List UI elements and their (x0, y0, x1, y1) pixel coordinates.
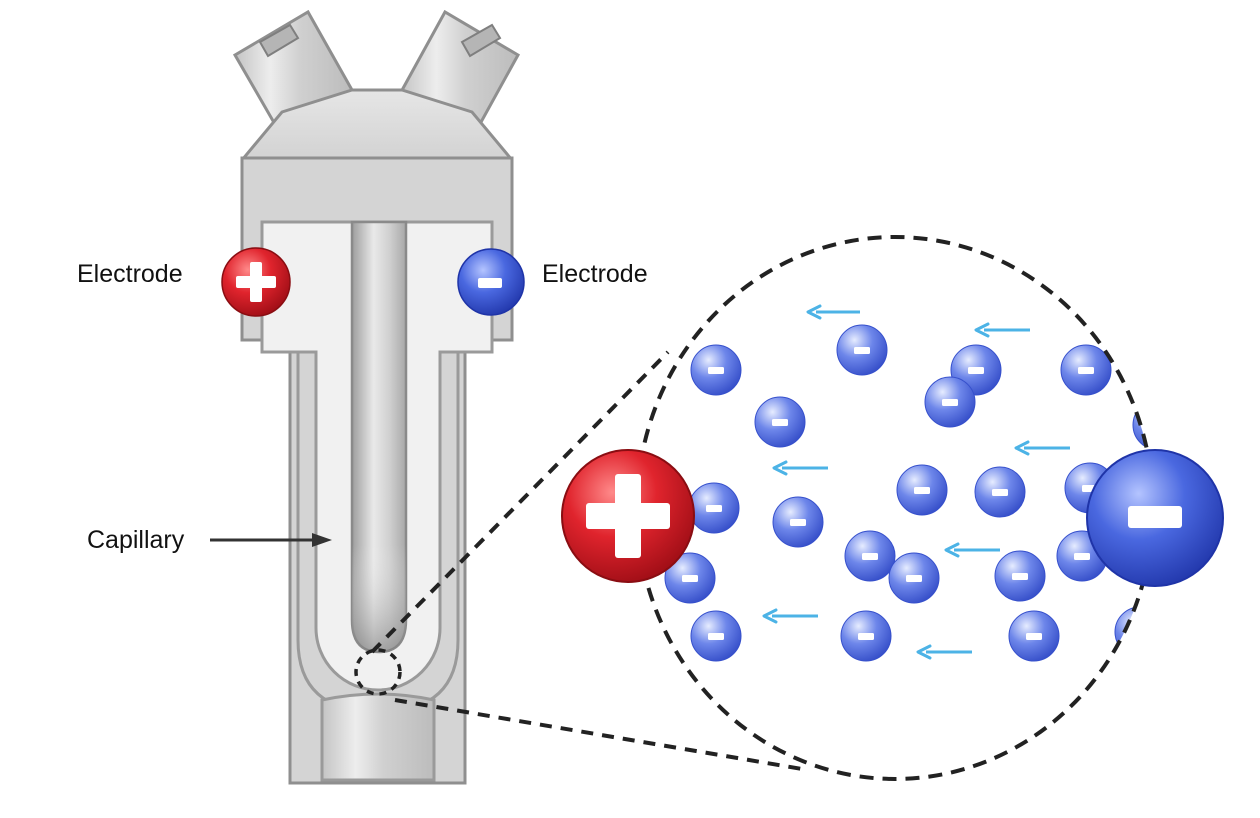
negative-ion (924, 376, 976, 428)
negative-ion (1060, 344, 1112, 396)
left-arrow-icon (762, 608, 818, 624)
negative-ion (888, 552, 940, 604)
negative-ion (844, 530, 896, 582)
negative-ion (840, 610, 892, 662)
negative-ion (690, 344, 742, 396)
positive-electrode-large (561, 449, 695, 583)
negative-ion (896, 464, 948, 516)
negative-ion (1008, 610, 1060, 662)
negative-ion (1114, 606, 1153, 658)
capillary-pointer-arrow (210, 533, 332, 547)
bottom-reservoir (320, 692, 436, 782)
negative-ion (772, 496, 824, 548)
detail-marker-circle (354, 648, 402, 696)
electrode-label-left: Electrode (77, 260, 183, 288)
negative-electrode-large (1086, 449, 1224, 587)
negative-ion (664, 552, 716, 604)
migration-arrows (762, 304, 1070, 660)
zoom-connector-upper (370, 350, 670, 654)
left-arrow-icon (944, 542, 1000, 558)
capillary-tube (350, 220, 408, 654)
left-arrow-icon (916, 644, 972, 660)
negative-ion (690, 610, 742, 662)
capillary-label: Capillary (87, 526, 185, 554)
negative-ion (754, 396, 806, 448)
negative-electrode-small (457, 248, 525, 316)
left-arrow-icon (806, 304, 860, 320)
electrophoresis-device (232, 9, 521, 785)
left-arrow-icon (974, 322, 1030, 338)
negative-ion (688, 482, 740, 534)
zoom-connector-lower (394, 698, 809, 772)
left-arrow-icon (772, 460, 828, 476)
negative-ion (836, 324, 888, 376)
left-arrow-icon (1014, 440, 1070, 456)
negative-ion (994, 550, 1046, 602)
electrode-label-right: Electrode (542, 260, 648, 288)
positive-electrode-small (221, 247, 291, 317)
negative-ion (974, 466, 1026, 518)
